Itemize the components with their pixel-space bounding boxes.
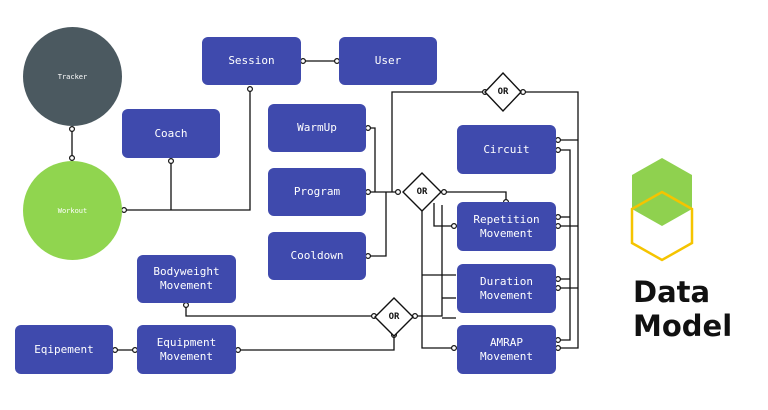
bodyweight-movement-label-2: Movement (160, 279, 213, 292)
amrap-movement-node: AMRAP Movement (457, 325, 556, 374)
bodyweight-movement-node: Bodyweight Movement (137, 255, 236, 303)
or-gate-bottom-shape (374, 297, 414, 337)
cooldown-node: Cooldown (268, 232, 366, 280)
amrap-movement-label: AMRAP Movement (480, 335, 533, 363)
workout-node: Workout (23, 161, 122, 260)
equipment-movement-label-2: Movement (160, 349, 213, 363)
tracker-node: Tracker (23, 27, 122, 126)
circuit-node: Circuit (457, 125, 556, 174)
user-label: User (374, 54, 402, 67)
circuit-label: Circuit (483, 142, 530, 156)
or-gate-top-label: OR (497, 87, 509, 97)
equipment-movement-node: Equipment Movement (137, 325, 236, 374)
cooldown-label: Cooldown (290, 249, 344, 262)
session-node: Session (202, 37, 301, 85)
repetition-movement-label-2: Movement (480, 226, 533, 240)
warmup-label: WarmUp (297, 121, 337, 134)
coach-node: Coach (122, 109, 220, 158)
workout-label: Workout (57, 206, 88, 215)
bodyweight-movement-label-1: Bodyweight (153, 265, 220, 278)
or-gate-top-shape (484, 71, 522, 113)
eqipement-node: Eqipement (15, 325, 113, 374)
program-node: Program (268, 168, 366, 216)
duration-movement-label-2: Movement (480, 288, 533, 302)
duration-movement-node: Duration Movement (457, 264, 556, 313)
title-line-1: Data (633, 275, 711, 309)
coach-label: Coach (154, 126, 188, 140)
or-gate-middle-shape (402, 172, 442, 212)
or-gate-bottom-label: OR (388, 312, 400, 322)
repetition-movement-label-1: Repetition (473, 212, 540, 226)
page-title: Data Model (633, 275, 732, 343)
eqipement-label: Eqipement (34, 342, 94, 356)
title-line-2: Model (633, 309, 733, 343)
warmup-node: WarmUp (268, 104, 366, 152)
session-label: Session (228, 54, 275, 67)
user-node: User (339, 37, 437, 85)
equipment-movement-label-1: Equipment (156, 335, 217, 349)
data-model-logo-icon (630, 158, 694, 262)
program-label: Program (293, 185, 341, 198)
tracker-label: Tracker (57, 72, 88, 81)
repetition-movement-node: Repetition Movement (457, 202, 556, 251)
or-gate-middle-label: OR (416, 187, 428, 197)
duration-movement-label-1: Duration (480, 274, 533, 288)
